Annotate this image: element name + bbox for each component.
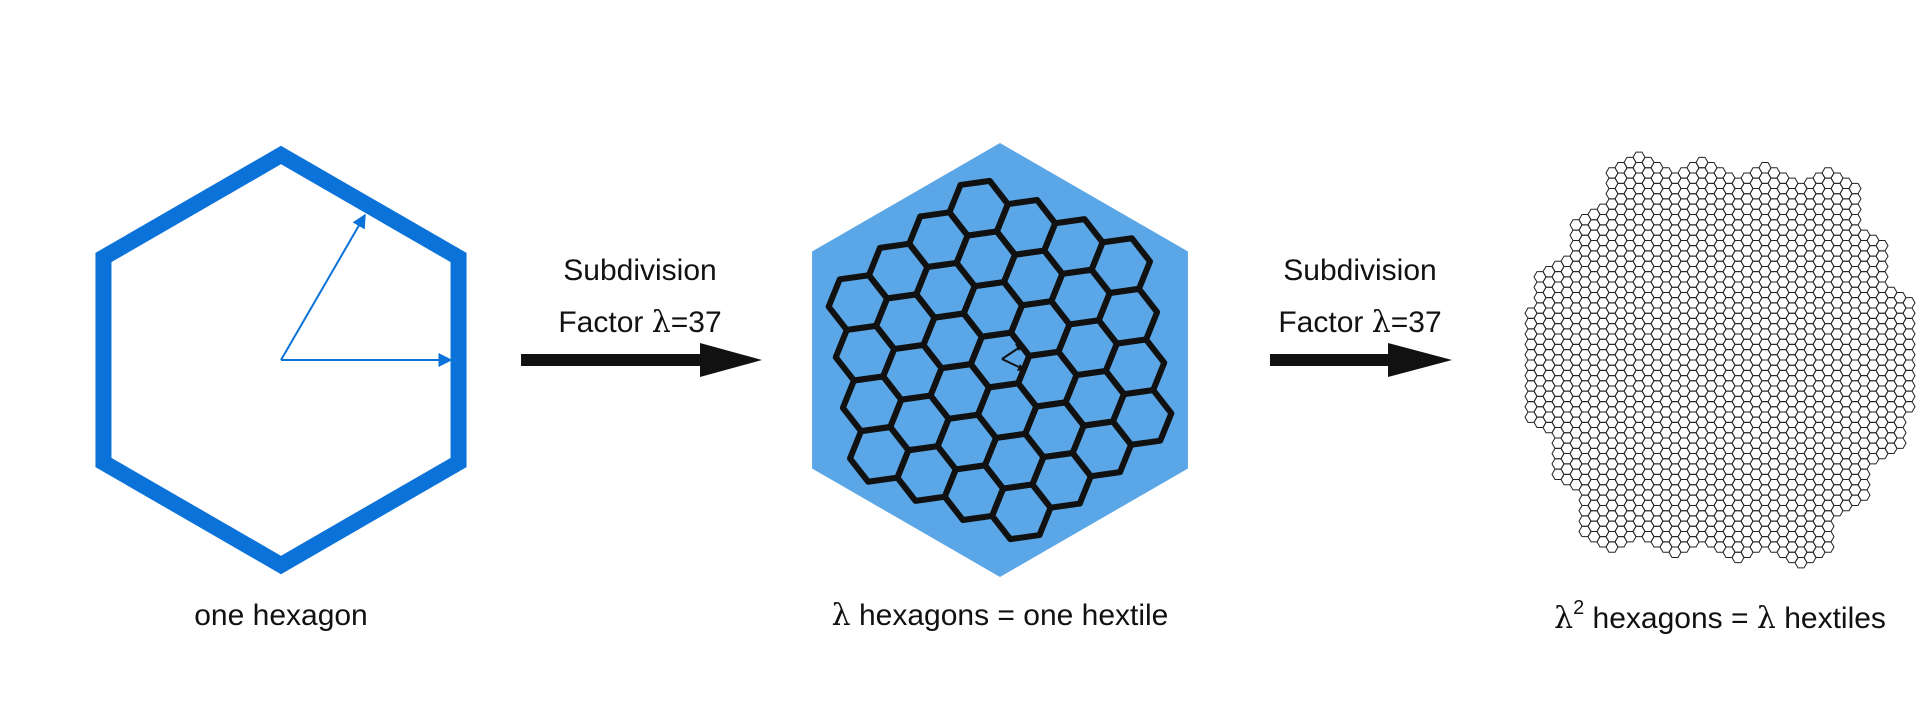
fine-hexagon-cell (1902, 369, 1916, 382)
fine-hexagon-cell (1902, 359, 1916, 371)
fine-hexagon-cell (1902, 390, 1916, 403)
panel-hextile: λ hexagons = one hextile (812, 143, 1188, 633)
fine-hexagon-cell (1893, 437, 1907, 449)
panel-one-hexagon: one hexagon (95, 145, 467, 632)
caption-one-hexagon: one hexagon (194, 599, 368, 632)
fine-hexagon-cell (1902, 401, 1916, 413)
arrow-2-lambda-symbol: λ (1372, 305, 1391, 340)
caption-hextile-text: hexagons = one hextile (851, 599, 1169, 632)
fine-hexagon-cell (1902, 380, 1916, 392)
subdivision-arrow-1: Subdivision Factor λ=37 (521, 254, 762, 377)
fine-hexagon-cell (1902, 307, 1916, 319)
fine-hexagon-cell (1875, 239, 1889, 252)
fine-hexagon-cell (1857, 479, 1871, 491)
fine-hexagon-cell (1821, 530, 1835, 543)
caption-hextile-lambda: λ (832, 598, 851, 633)
caption-l2-text: hexagons = (1584, 602, 1757, 635)
arrow-1-factor-value: =37 (671, 306, 722, 339)
caption-l2-text-2: hextiles (1776, 602, 1886, 635)
panel-lambda-hextiles: λ2 hexagons = λ hextiles (1524, 151, 1916, 636)
hextile-background-hexagon (812, 143, 1188, 577)
hextile-cells (825, 177, 1175, 543)
arrow-2-factor-value: =37 (1391, 306, 1442, 339)
fine-hexagon-cell (1902, 328, 1916, 340)
radius-arrow-to-vertex (280, 213, 366, 361)
arrow-2-label-line2: Factor λ=37 (1278, 305, 1441, 340)
fine-hexagon-cell (1902, 349, 1916, 361)
fine-hexagon-cell (1875, 250, 1889, 262)
caption-l2-lambda-2: λ (1757, 601, 1776, 636)
center-vector-up-head (1015, 344, 1023, 351)
fine-hexagon-cell (1848, 182, 1862, 195)
fine-hexagon-cell (1902, 297, 1916, 309)
fine-hexagon-cell (1875, 260, 1889, 273)
subdivision-arrow-2: Subdivision Factor λ=37 (1270, 254, 1452, 377)
fine-hexagon-cell (1821, 541, 1835, 553)
fine-hexagon-cell (1848, 214, 1862, 226)
fine-hexagon-cell (1857, 468, 1871, 481)
arrow-1-shape (521, 343, 762, 377)
caption-hextile: λ hexagons = one hextile (832, 598, 1169, 633)
center-vector-down-head (1017, 364, 1025, 371)
fine-hexagon-cell (1902, 338, 1916, 351)
fine-hexagon-cell (1875, 271, 1889, 283)
center-cell-vectors (1001, 344, 1026, 371)
arrow-1-factor-text: Factor (558, 306, 651, 339)
hextile-cell (1109, 387, 1175, 448)
fine-hexagon-cell (1893, 416, 1907, 429)
fine-hexagon-cell (1893, 427, 1907, 439)
fine-hexagon-cell (1848, 203, 1862, 216)
arrow-2-shape (1270, 343, 1452, 377)
caption-l2-superscript: 2 (1573, 597, 1584, 619)
caption-l2-lambda: λ (1554, 601, 1573, 636)
arrow-1-label-line2: Factor λ=37 (558, 305, 721, 340)
arrow-1-label-line1: Subdivision (563, 254, 716, 287)
fine-hexagon-cell (1857, 489, 1871, 501)
fine-hexagon-cell (1821, 520, 1835, 532)
fine-hexagon-cell (1902, 317, 1916, 330)
fine-hexagon-cell (1848, 193, 1862, 205)
arrow-1-lambda-symbol: λ (652, 305, 671, 340)
single-hexagon (95, 145, 467, 575)
arrow-2-label-line1: Subdivision (1283, 254, 1436, 287)
arrow-2-factor-text: Factor (1278, 306, 1371, 339)
fine-hexagon-cloud (1524, 151, 1916, 569)
caption-lambda-hextiles: λ2 hexagons = λ hextiles (1554, 597, 1886, 636)
